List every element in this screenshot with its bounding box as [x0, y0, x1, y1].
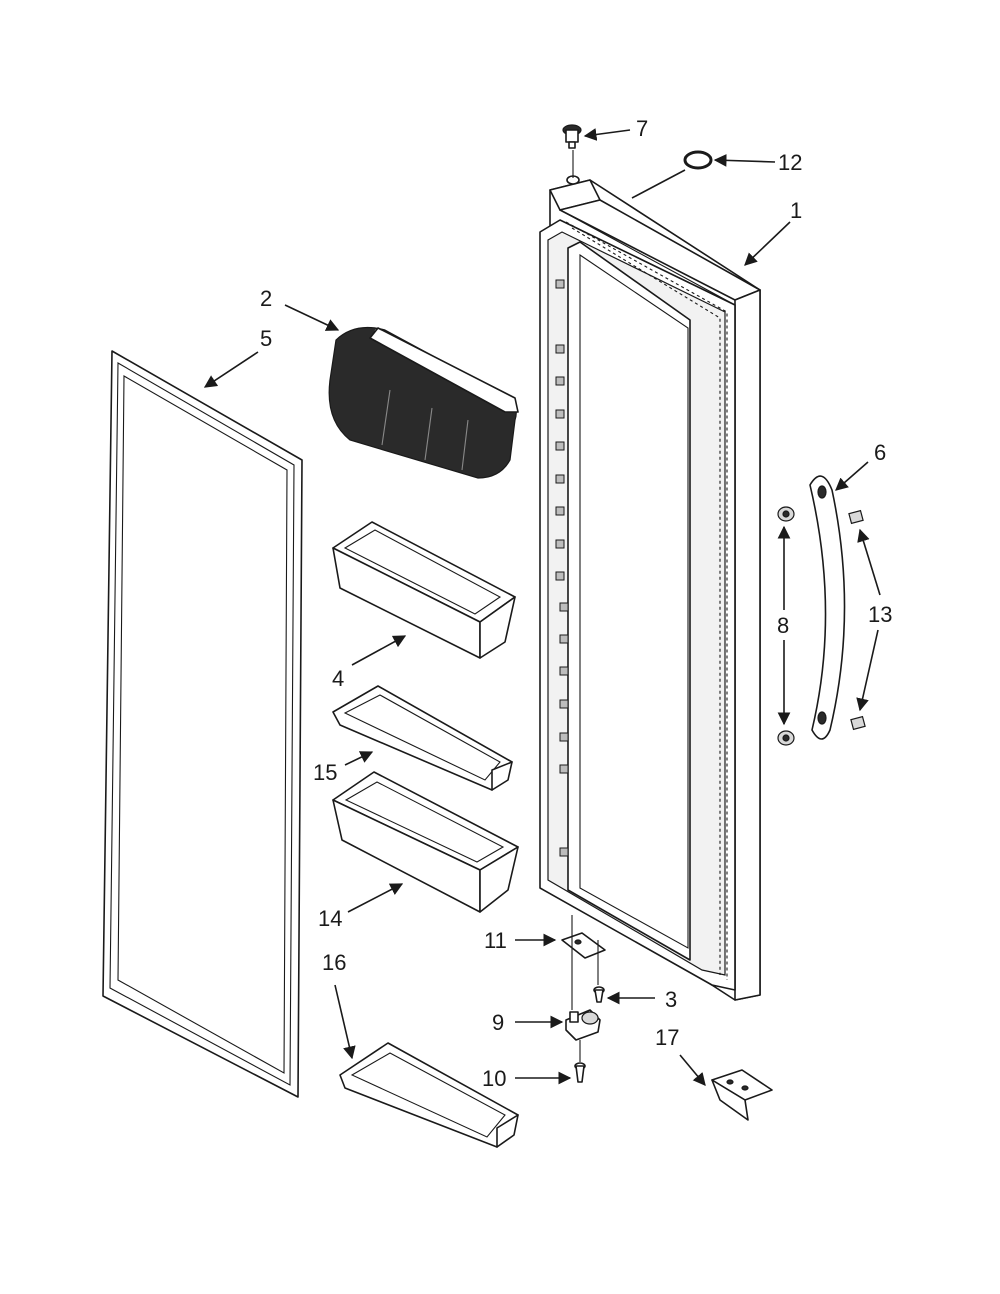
- callout-13: 13: [868, 602, 892, 627]
- callout-9: 9: [492, 1010, 504, 1035]
- callout-2: 2: [260, 286, 272, 311]
- leader-4: [351, 635, 407, 666]
- leader-16: [334, 984, 356, 1060]
- callout-6: 6: [874, 440, 886, 465]
- callout-16: 16: [322, 950, 346, 975]
- hinge-cover: [711, 1069, 773, 1121]
- leader-1: [744, 221, 791, 266]
- callout-10: 10: [482, 1066, 506, 1091]
- callout-17: 17: [655, 1025, 679, 1050]
- door-gasket: [102, 350, 303, 1098]
- handle-stud-top: [848, 509, 864, 525]
- hinge-bushing-ring: [683, 150, 713, 170]
- leader-5: [203, 351, 259, 388]
- callout-1: 1: [790, 198, 802, 223]
- leader-2: [284, 304, 340, 331]
- callout-12: 12: [778, 150, 802, 175]
- door-bin-lower: [332, 771, 519, 913]
- callout-5: 5: [260, 326, 272, 351]
- door-shelf-rail-clips: [555, 279, 569, 857]
- leader-14: [347, 883, 404, 913]
- leader-13a: [857, 528, 881, 596]
- callout-14: 14: [318, 906, 342, 931]
- handle-nut-bottom: [777, 730, 795, 746]
- bin-shelf-frame: [332, 685, 513, 791]
- callout-7: 7: [636, 116, 648, 141]
- handle-nut-top: [777, 506, 795, 522]
- leader-7: [583, 128, 631, 141]
- callout-4: 4: [332, 666, 344, 691]
- handle-stud-bottom: [850, 715, 866, 731]
- door-bin-upper: [332, 521, 516, 659]
- callout-3: 3: [665, 987, 677, 1012]
- leader-17: [679, 1054, 706, 1086]
- bottom-shelf-frame: [339, 1042, 519, 1148]
- lower-hinge: [565, 1009, 601, 1062]
- dairy-compartment: [328, 327, 521, 479]
- leader-13b: [856, 629, 879, 712]
- callout-11: 11: [484, 928, 507, 953]
- door-handle: [809, 475, 846, 740]
- leader-lines: [203, 128, 881, 1086]
- leader-12: [713, 153, 776, 167]
- leader-15: [344, 751, 374, 766]
- hinge-screw: [593, 986, 605, 1003]
- leader-12b: [631, 169, 686, 199]
- lower-hinge-bracket: [561, 915, 606, 1010]
- leader-6: [835, 461, 869, 491]
- hinge-lower-screw: [574, 1062, 586, 1083]
- hinge-pin-plug: [562, 124, 582, 185]
- callout-15: 15: [313, 760, 337, 785]
- callout-labels: 1 2 3 4 5 6 7 8 9 10 11 12 13 14 15 16 1…: [260, 116, 892, 1091]
- refrigerator-door: [539, 179, 761, 1001]
- callout-8: 8: [777, 613, 789, 638]
